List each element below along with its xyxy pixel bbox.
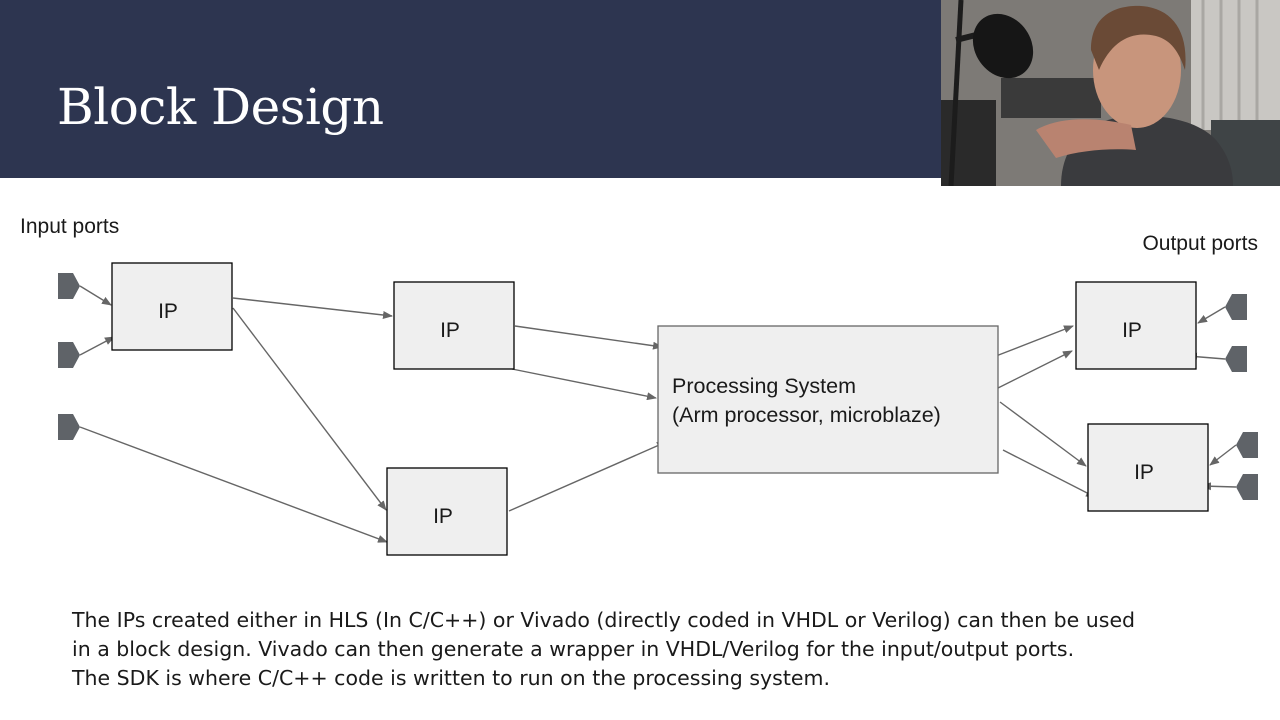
arrow [1002, 449, 1096, 498]
arrow [997, 350, 1073, 389]
arrow [232, 307, 387, 511]
arrow [511, 368, 657, 401]
ip-block-label: IP [440, 319, 460, 342]
arrow [79, 285, 112, 306]
processing-system-subtitle: (Arm processor, microblaze) [672, 403, 941, 427]
arrow [508, 441, 667, 512]
presenter-webcam-feed [941, 0, 1280, 186]
block-design-diagram: Input ports Output ports IP IP IP [20, 215, 1258, 556]
input-port [58, 342, 80, 368]
ip-block: IP [1075, 281, 1197, 370]
caption-line: The IPs created either in HLS (In C/C++)… [72, 608, 1136, 632]
page-title: Block Design [57, 78, 384, 136]
ip-block-label: IP [1122, 319, 1142, 342]
input-port [58, 414, 80, 440]
ip-block-label: IP [1134, 461, 1154, 484]
arrow [1197, 306, 1226, 324]
output-ports-label: Output ports [1142, 232, 1258, 255]
ip-block: IP [386, 467, 508, 556]
output-port [1236, 474, 1258, 500]
ip-block: IP [1087, 423, 1209, 512]
slide-caption: The IPs created either in HLS (In C/C++)… [72, 606, 1232, 693]
ip-block-label: IP [433, 505, 453, 528]
output-port [1225, 346, 1247, 372]
arrow [999, 401, 1087, 467]
input-port [58, 273, 80, 299]
processing-system-block: Processing System (Arm processor, microb… [657, 325, 999, 474]
ip-block-label: IP [158, 300, 178, 323]
arrow [79, 426, 388, 543]
arrow [995, 325, 1074, 357]
arrow [514, 325, 663, 350]
output-port [1225, 294, 1247, 320]
ip-block: IP [111, 262, 233, 351]
caption-line: in a block design. Vivado can then gener… [72, 637, 1075, 661]
arrow [232, 297, 393, 319]
input-ports-label: Input ports [20, 215, 119, 238]
output-port [1236, 432, 1258, 458]
processing-system-title: Processing System [672, 374, 856, 398]
ip-block: IP [393, 281, 515, 370]
arrow [1209, 444, 1237, 466]
caption-line: The SDK is where C/C++ code is written t… [72, 666, 830, 690]
arrow [79, 336, 115, 356]
